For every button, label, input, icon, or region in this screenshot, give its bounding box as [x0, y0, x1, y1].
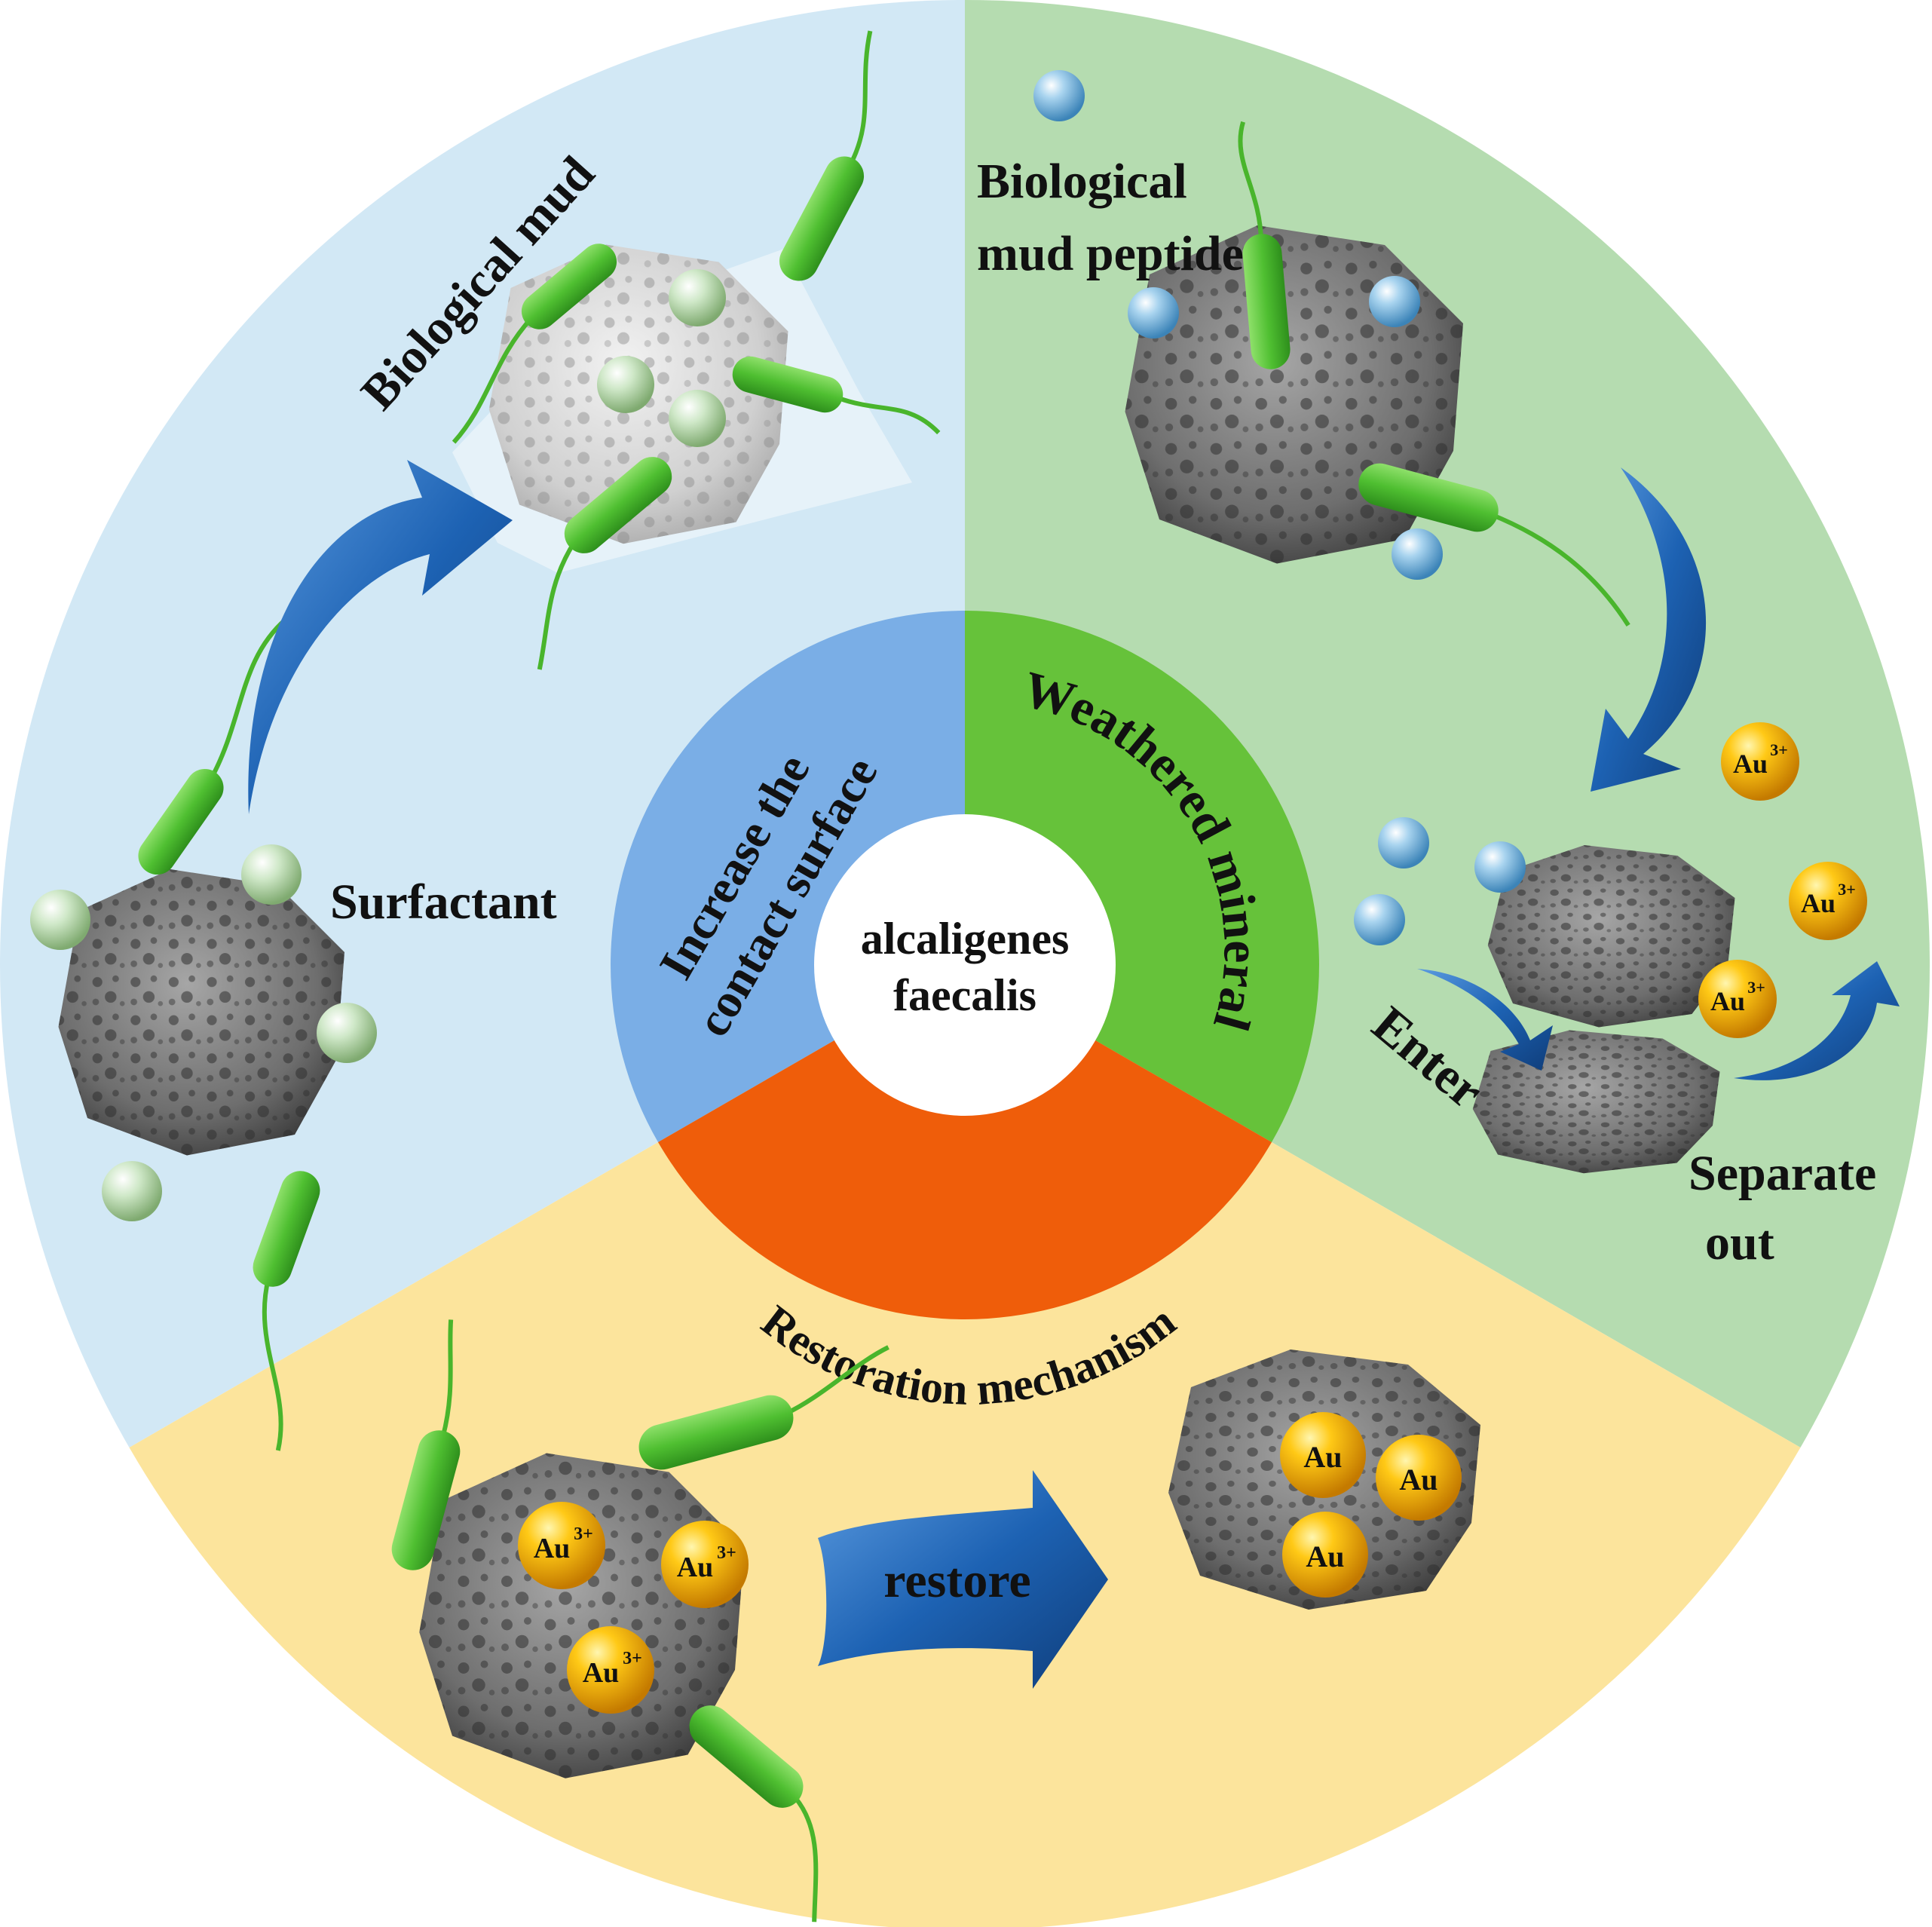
svg-text:3+: 3+	[717, 1543, 736, 1563]
au3-ion: Au 3+	[1721, 722, 1799, 801]
svg-text:Au: Au	[534, 1533, 571, 1564]
bacterium	[779, 30, 873, 281]
au3-ion: Au 3+	[567, 1626, 654, 1714]
surfactant-ball	[669, 390, 726, 447]
bacterium	[732, 356, 941, 435]
au3-ion: Au 3+	[661, 1521, 749, 1608]
svg-text:Au: Au	[1733, 749, 1768, 779]
bacterium	[1358, 463, 1630, 627]
bacteria-blue-sector	[138, 30, 941, 1451]
inner-ring	[611, 611, 1319, 1319]
peptide-ball	[1369, 276, 1420, 327]
arrow-to-biological-mud	[248, 460, 513, 814]
surfactant-ball	[669, 269, 726, 326]
svg-text:3+: 3+	[574, 1524, 593, 1544]
center-circle	[814, 814, 1116, 1116]
au3-ion: Au 3+	[1789, 862, 1867, 940]
restore-label: restore	[883, 1553, 1030, 1608]
bio-mud-peptide-label-line1: Biological	[977, 154, 1187, 209]
surfactant-balls	[30, 269, 726, 1221]
separate-out-label-line1: Separate	[1689, 1146, 1876, 1201]
peptide-ball	[1474, 841, 1526, 893]
au-atom: Au	[1280, 1412, 1366, 1498]
separate-out-label-line2: out	[1705, 1215, 1774, 1270]
svg-text:Au: Au	[677, 1552, 714, 1583]
ring-orange	[658, 965, 1272, 1319]
au-ions-yellow: Au 3+ Au 3+ Au 3+ Au Au Au	[518, 1412, 1462, 1714]
peptide-ball	[1354, 894, 1405, 945]
bacteria-green-sector	[1238, 121, 1630, 627]
bacterium	[638, 1345, 889, 1470]
bacterium	[391, 1319, 461, 1570]
surfactant-ball	[597, 356, 654, 413]
au3-ion: Au 3+	[518, 1502, 605, 1589]
restore-arrow	[818, 1470, 1108, 1689]
bacterium	[689, 1705, 819, 1922]
bacterium	[253, 1171, 320, 1451]
surfactant-ball	[102, 1161, 162, 1221]
peptide-ball	[1033, 70, 1085, 121]
peptide-ball	[1378, 817, 1429, 869]
svg-text:3+: 3+	[1838, 880, 1856, 899]
center-label-line1: alcaligenes	[861, 914, 1070, 963]
arrow-enter	[1417, 969, 1553, 1071]
bacterium	[537, 457, 672, 670]
bio-mud-peptide-label-line2: mud peptide	[977, 226, 1244, 281]
au-atom: Au	[1282, 1512, 1368, 1598]
svg-text:Au: Au	[1303, 1440, 1342, 1474]
surfactant-ball	[241, 844, 302, 905]
bacterium	[138, 617, 288, 875]
svg-text:3+: 3+	[1770, 740, 1788, 759]
bacterium	[452, 244, 617, 444]
surfactant-ball	[317, 1003, 377, 1063]
au-atom: Au	[1376, 1435, 1462, 1521]
bacterium	[1238, 121, 1291, 369]
surfactant-ball	[30, 890, 90, 950]
svg-text:3+: 3+	[1747, 978, 1765, 997]
svg-text:Au: Au	[1306, 1539, 1344, 1573]
svg-text:Au: Au	[1399, 1463, 1438, 1497]
arrow-weathered-down	[1591, 467, 1707, 792]
peptide-ball	[1128, 287, 1179, 339]
peptide-balls	[1033, 70, 1526, 945]
bacteria-yellow-sector	[391, 1319, 889, 1922]
svg-text:Au: Au	[1710, 986, 1745, 1016]
au-ions-green: Au 3+ Au 3+ Au 3+	[1698, 722, 1867, 1038]
surfactant-label: Surfactant	[330, 875, 557, 930]
au3-ion: Au 3+	[1698, 960, 1777, 1038]
center-label-line2: faecalis	[893, 970, 1036, 1020]
svg-text:3+: 3+	[623, 1649, 642, 1668]
rock-surfactant	[58, 869, 344, 1156]
arrow-separate-out	[1734, 961, 1900, 1080]
svg-text:Au: Au	[583, 1657, 620, 1689]
peptide-ball	[1392, 528, 1443, 580]
svg-text:Au: Au	[1801, 888, 1836, 918]
